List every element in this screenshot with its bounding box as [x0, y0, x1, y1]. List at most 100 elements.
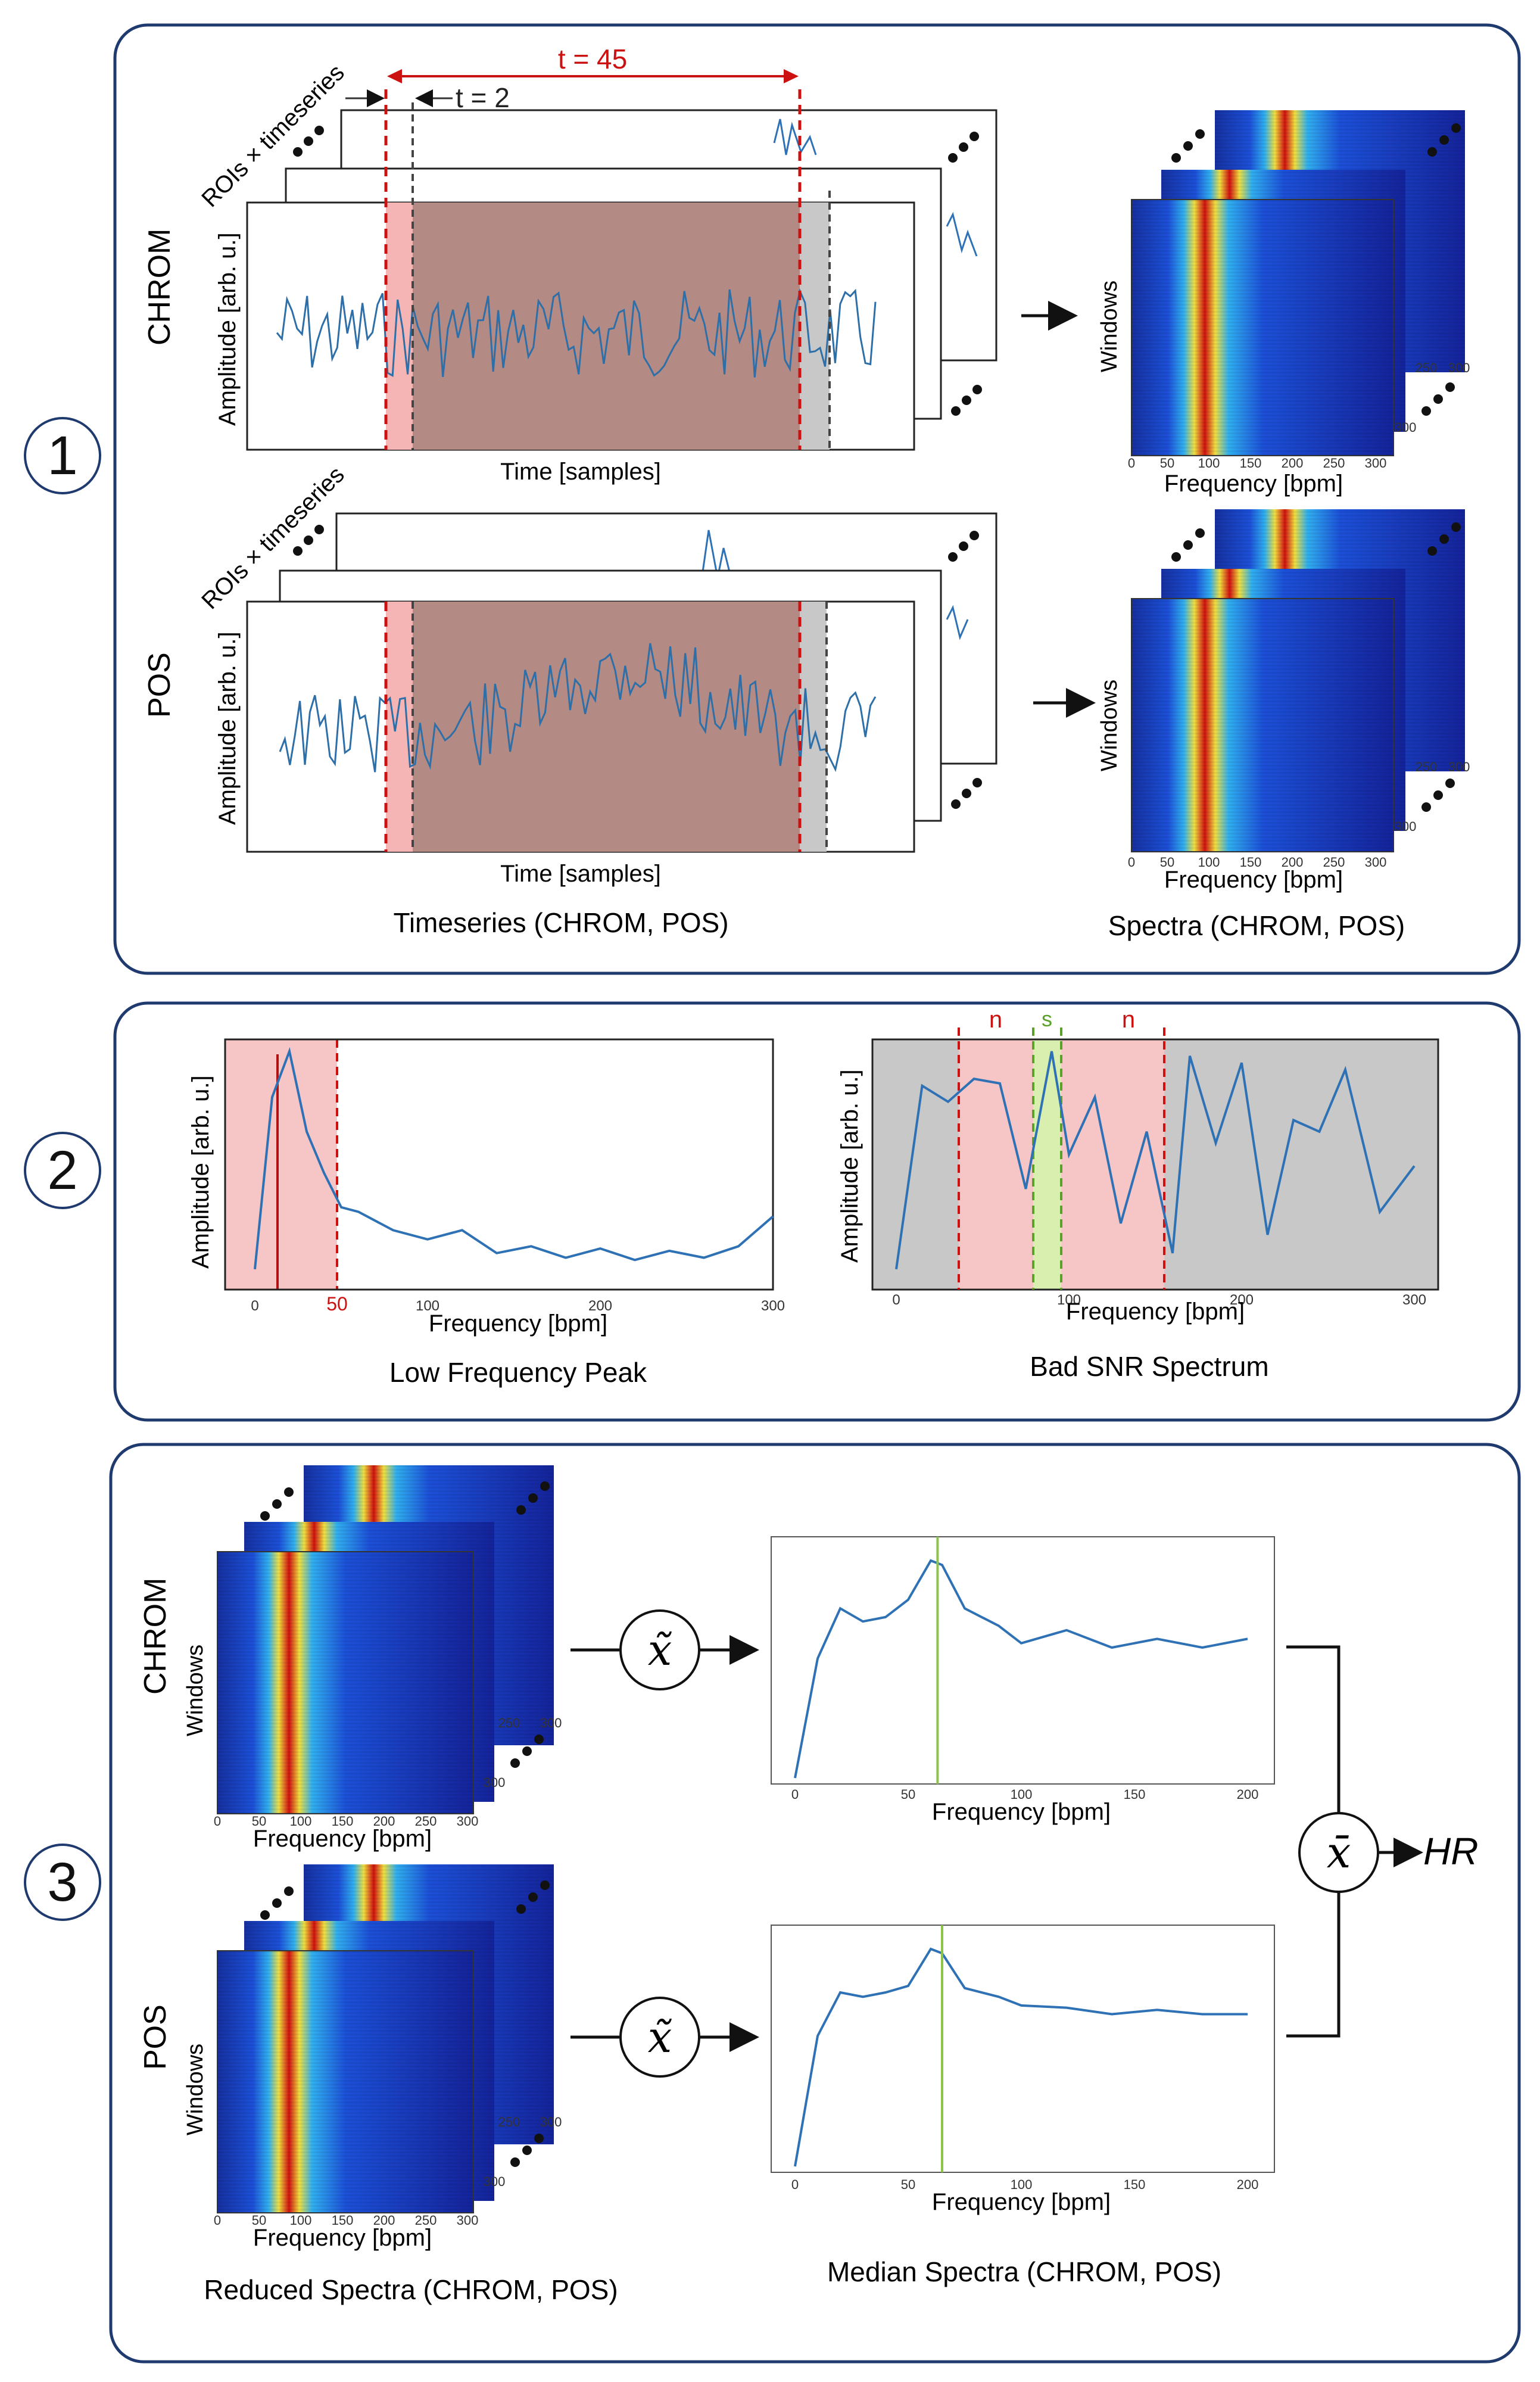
svg-text:300: 300: [457, 2213, 479, 2228]
median-spectra-caption: Median Spectra (CHROM, POS): [827, 2256, 1221, 2287]
svg-text:50: 50: [1160, 855, 1174, 870]
chrom-timeseries-stack: [246, 89, 997, 451]
svg-text:250: 250: [1416, 360, 1438, 375]
svg-text:200: 200: [1282, 855, 1304, 870]
pos-label-p3: POS: [138, 2004, 173, 2070]
freq-label-median-pos: Frequency [bpm]: [932, 2189, 1111, 2215]
svg-text:0: 0: [791, 2177, 799, 2192]
step-3-marker: 3: [24, 1844, 101, 1921]
spectra-caption: Spectra (CHROM, POS): [1108, 910, 1405, 941]
svg-text:300: 300: [1402, 1292, 1426, 1308]
panel-3: CHROM Windows 0 50 100 150 200 250 300 2…: [138, 1465, 1478, 2305]
svg-text:50: 50: [252, 2213, 266, 2228]
chrom-label: CHROM: [142, 229, 177, 345]
svg-text:300: 300: [540, 2115, 562, 2129]
svg-text:150: 150: [332, 1814, 354, 1829]
reduced-spectra-caption: Reduced Spectra (CHROM, POS): [204, 2274, 618, 2305]
svg-text:100: 100: [290, 1814, 312, 1829]
time-label-chrom: Time [samples]: [500, 459, 661, 485]
median-chrom-curve: [794, 1559, 1248, 1779]
freq-label-pos-spectra: Frequency [bpm]: [1164, 867, 1343, 893]
pos-timeseries-stack: [246, 512, 997, 853]
svg-text:50: 50: [901, 2177, 915, 2192]
svg-text:0: 0: [251, 1298, 258, 1314]
freq-label-p3-pos: Frequency [bpm]: [253, 2225, 432, 2251]
time-label-pos: Time [samples]: [500, 861, 661, 887]
windows-label-pos: Windows: [1097, 680, 1122, 771]
svg-text:250: 250: [1323, 456, 1345, 471]
svg-text:150: 150: [332, 2213, 354, 2228]
svg-text:0: 0: [1128, 855, 1135, 870]
svg-text:150: 150: [1240, 855, 1262, 870]
svg-text:100: 100: [416, 1298, 439, 1314]
panel-1: t = 45 t = 2 ROIs × timeseries CHROM Amp…: [142, 43, 1470, 941]
svg-text:300: 300: [1365, 456, 1387, 471]
svg-text:200: 200: [588, 1298, 612, 1314]
svg-text:300: 300: [1395, 420, 1417, 435]
svg-text:300: 300: [1365, 855, 1387, 870]
t45-label: t = 45: [558, 43, 627, 74]
freq-label-median-chrom: Frequency [bpm]: [932, 1799, 1111, 1825]
svg-text:300: 300: [457, 1814, 479, 1829]
noise-label-right: n: [1122, 1007, 1135, 1033]
amp-label-p2-left: Amplitude [arb. u.]: [188, 1075, 214, 1269]
svg-text:300: 300: [1448, 759, 1470, 774]
svg-text:50: 50: [326, 1293, 348, 1315]
svg-text:200: 200: [1230, 1292, 1254, 1308]
svg-text:100: 100: [290, 2213, 312, 2228]
freq-label-p3-chrom: Frequency [bpm]: [253, 1826, 432, 1852]
svg-text:200: 200: [1237, 1787, 1259, 1802]
svg-text:300: 300: [540, 1715, 562, 1730]
step-2-marker: 2: [24, 1132, 101, 1209]
timeseries-caption: Timeseries (CHROM, POS): [393, 907, 728, 938]
chrom-spectra-ticks: 0 50 100 150 200 250 300 250 300 300: [1128, 360, 1470, 471]
amp-label-chrom: Amplitude [arb. u.]: [214, 232, 241, 426]
pos-spectra-ticks: 0 50 100 150 200 250 300 250 300 300: [1128, 759, 1470, 870]
freq-label-p2-right: Frequency [bpm]: [1066, 1299, 1245, 1325]
svg-text:200: 200: [1282, 456, 1304, 471]
svg-text:300: 300: [1395, 819, 1417, 834]
svg-text:250: 250: [498, 2115, 520, 2129]
mean-symbol: x̄: [1327, 1827, 1351, 1877]
hr-label: HR: [1423, 1830, 1478, 1873]
median-chrom-plot: [771, 1536, 1275, 1785]
svg-text:0: 0: [791, 1787, 799, 1802]
caption-bad-snr: Bad SNR Spectrum: [1030, 1351, 1268, 1382]
panel-2: Amplitude [arb. u.] 0 50 100 200 300 Fre…: [188, 1007, 1439, 1388]
svg-text:250: 250: [415, 2213, 437, 2228]
svg-text:100: 100: [1198, 456, 1220, 471]
windows-label-chrom: Windows: [1097, 281, 1122, 372]
svg-text:0: 0: [892, 1292, 900, 1308]
low-frequency-peak-curve: [254, 1047, 774, 1269]
chrom-label-p3: CHROM: [138, 1578, 173, 1695]
reduced-chrom-stack: [217, 1465, 554, 1814]
svg-text:50: 50: [901, 1787, 915, 1802]
median-symbol-chrom: x̃: [648, 1625, 672, 1675]
median-pos-curve: [794, 1947, 1248, 2167]
pos-label: POS: [142, 652, 177, 718]
svg-text:100: 100: [1057, 1292, 1081, 1308]
caption-low-frequency-peak: Low Frequency Peak: [389, 1357, 647, 1388]
ellipsis-dots: [293, 126, 982, 416]
svg-text:50: 50: [1160, 456, 1174, 471]
svg-text:300: 300: [761, 1298, 785, 1314]
step-1-marker: 1: [24, 417, 101, 494]
svg-text:150: 150: [1124, 2177, 1146, 2192]
svg-text:200: 200: [373, 2213, 395, 2228]
svg-text:250: 250: [1416, 759, 1438, 774]
svg-text:100: 100: [1011, 1787, 1033, 1802]
svg-text:0: 0: [214, 2213, 221, 2228]
svg-text:200: 200: [1237, 2177, 1259, 2192]
panel-3-border: [109, 1443, 1521, 2364]
svg-text:50: 50: [252, 1814, 266, 1829]
svg-text:0: 0: [1128, 456, 1135, 471]
svg-text:0: 0: [214, 1814, 221, 1829]
freq-label-chrom-spectra: Frequency [bpm]: [1164, 471, 1343, 497]
reduced-pos-stack: [217, 1864, 554, 2213]
signal-label: s: [1042, 1007, 1052, 1031]
panel-2-border: [113, 1001, 1521, 1422]
svg-text:100: 100: [1011, 2177, 1033, 2192]
windows-label-p3-chrom: Windows: [183, 1645, 208, 1736]
svg-text:150: 150: [1124, 1787, 1146, 1802]
